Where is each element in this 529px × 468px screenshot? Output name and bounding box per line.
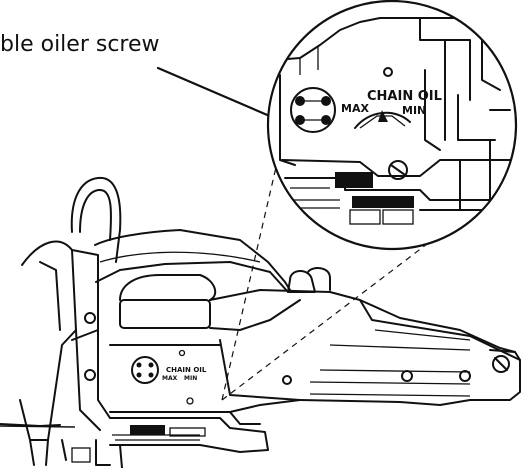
oil-label-zoom: CHAIN OIL (367, 89, 442, 104)
magnified-detail: CHAIN OIL MAX MIN (266, 0, 518, 251)
oil-max-zoom: MAX (341, 102, 369, 115)
oil-min-body: MIN (184, 375, 197, 382)
zoom-projection-line-right (221, 227, 449, 401)
oil-label-body: CHAIN OIL (166, 366, 207, 374)
callout-label: ble oiler screw (0, 32, 160, 57)
oil-min-zoom: MIN (402, 104, 426, 117)
zoom-projection-line-left (221, 149, 281, 401)
oil-max-body: MAX (162, 375, 178, 382)
chainsaw-body: CHAIN OIL MAX MIN (0, 176, 521, 468)
